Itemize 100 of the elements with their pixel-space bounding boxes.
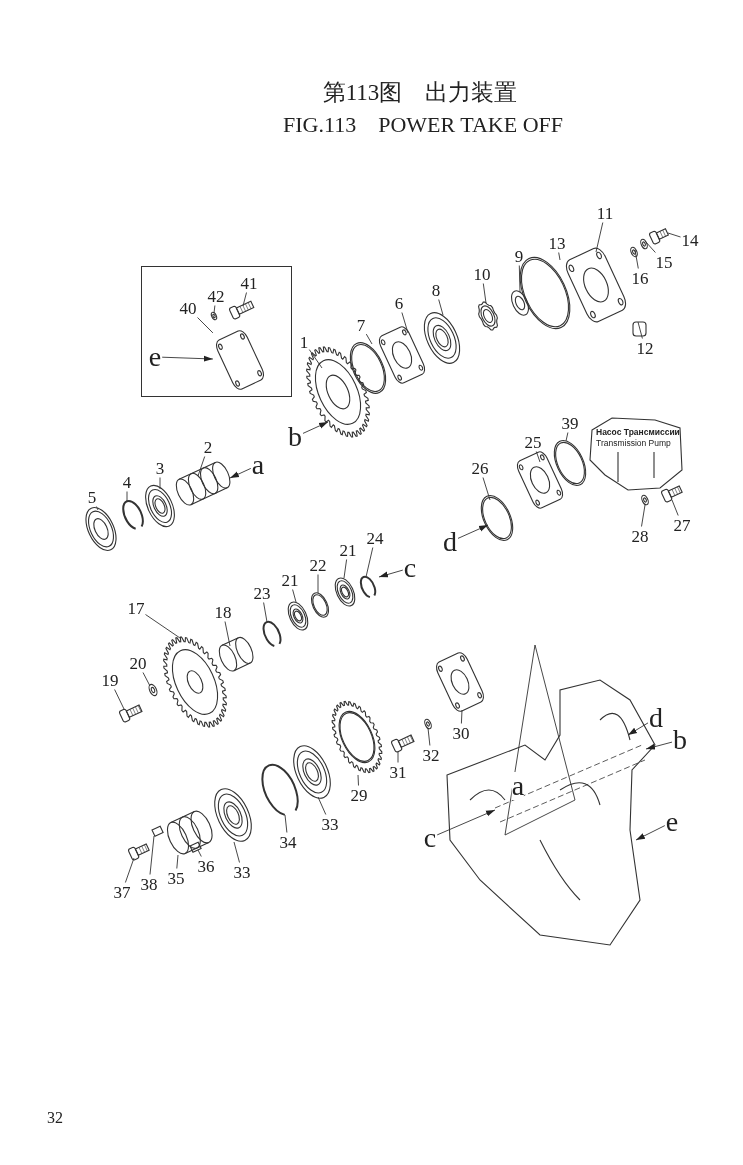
o-ring-drawing (310, 592, 330, 618)
bolt-drawing (127, 843, 150, 862)
reference-letter: c (403, 554, 417, 582)
title: 第113图 出力装置 (322, 80, 518, 104)
callout-number: 13 (548, 234, 566, 252)
callout-number: 21 (281, 571, 299, 589)
callout-number: 33 (233, 863, 251, 881)
leader-line (159, 477, 161, 490)
leader-line (357, 774, 359, 786)
callout-number: 10 (473, 265, 491, 283)
shaft-drawing (166, 810, 213, 855)
bolt-drawing (118, 704, 143, 724)
leader-line (149, 835, 155, 875)
reference-letter: a (511, 772, 525, 800)
snap-ring-drawing (359, 575, 377, 599)
gear-drawing (331, 700, 383, 774)
callout-number: 35 (167, 869, 185, 887)
leader-line (365, 333, 373, 345)
leader-line (317, 796, 327, 815)
o-ring-drawing (480, 495, 514, 541)
callout-number: 32 (422, 746, 440, 764)
callout-number: 28 (631, 527, 649, 545)
callout-number: 33 (321, 815, 339, 833)
leader-line (438, 299, 444, 316)
leader-line (213, 305, 216, 314)
pump-label: Transmission Pump (596, 439, 671, 448)
leader-line (482, 283, 487, 304)
leader-line (667, 232, 681, 238)
leader-line (637, 321, 643, 339)
callout-number: 1 (299, 333, 309, 351)
washer-drawing (630, 246, 638, 258)
leader-line (460, 709, 463, 724)
callout-number: 2 (203, 438, 213, 456)
leader-line (124, 857, 135, 883)
callout-number: 3 (155, 459, 165, 477)
bearing-drawing (423, 312, 461, 364)
callout-number: 34 (279, 833, 297, 851)
reference-letter: e (665, 808, 679, 836)
callout-number: 17 (127, 599, 145, 617)
callout-number: 24 (366, 529, 384, 547)
flange-plate-drawing (376, 324, 428, 386)
leader-line (145, 614, 181, 639)
leader-line (482, 477, 491, 501)
leader-line (343, 559, 348, 579)
bearing-drawing (214, 788, 252, 842)
leader-line (224, 621, 231, 647)
leader-line (427, 727, 431, 746)
callout-number: 15 (655, 253, 673, 271)
pump-label: Насос Трансмиссии (596, 428, 680, 437)
small-part-drawing (151, 825, 164, 838)
leader-line (317, 574, 319, 594)
plug-drawing (632, 321, 647, 337)
leader-line (308, 349, 323, 369)
leader-line (242, 292, 247, 307)
callout-number: 29 (350, 786, 368, 804)
page-number: 32 (47, 1110, 63, 1126)
leader-line (644, 240, 656, 253)
callout-number: 7 (356, 316, 366, 334)
leader-line (176, 854, 179, 869)
leader-line (397, 751, 399, 763)
callout-number: 11 (596, 204, 614, 222)
callout-number: 12 (636, 339, 654, 357)
callout-number: 20 (129, 654, 147, 672)
leader-line (114, 689, 125, 710)
shaft-drawing (218, 636, 254, 672)
oil-seal-drawing (85, 506, 117, 552)
flange-plate-drawing (433, 650, 487, 714)
subtitle: FIG.113 POWER TAKE OFF (283, 114, 563, 136)
leader-line (284, 814, 288, 833)
snap-ring-drawing (122, 499, 144, 530)
gear-drawing (163, 636, 227, 728)
callout-number: 22 (309, 556, 327, 574)
leader-line (197, 317, 214, 334)
leader-line (641, 504, 646, 527)
callout-number: 37 (113, 883, 131, 901)
callout-number: 40 (179, 299, 197, 317)
leader-line (233, 841, 240, 863)
bolt-drawing (390, 734, 415, 754)
callout-number: 26 (471, 459, 489, 477)
leader-line (671, 499, 679, 516)
reference-letter: c (423, 824, 437, 852)
o-ring-drawing (349, 342, 387, 394)
shaft-drawing (175, 461, 231, 506)
washer-drawing (640, 238, 648, 250)
leader-line (365, 547, 374, 578)
leader-line (535, 451, 541, 463)
callout-number: 21 (339, 541, 357, 559)
reference-letter: a (251, 451, 265, 479)
leader-line (142, 672, 151, 687)
callout-number: 42 (207, 287, 225, 305)
callout-number: 27 (673, 516, 691, 534)
bolt-drawing (660, 485, 683, 504)
o-ring-drawing (553, 440, 587, 486)
callout-number: 38 (140, 875, 158, 893)
callout-number: 41 (240, 274, 258, 292)
bolt-drawing (228, 300, 255, 321)
leader-line (565, 432, 569, 442)
reference-letter: b (673, 726, 687, 754)
callout-number: 8 (431, 281, 441, 299)
bearing-drawing (287, 601, 309, 631)
